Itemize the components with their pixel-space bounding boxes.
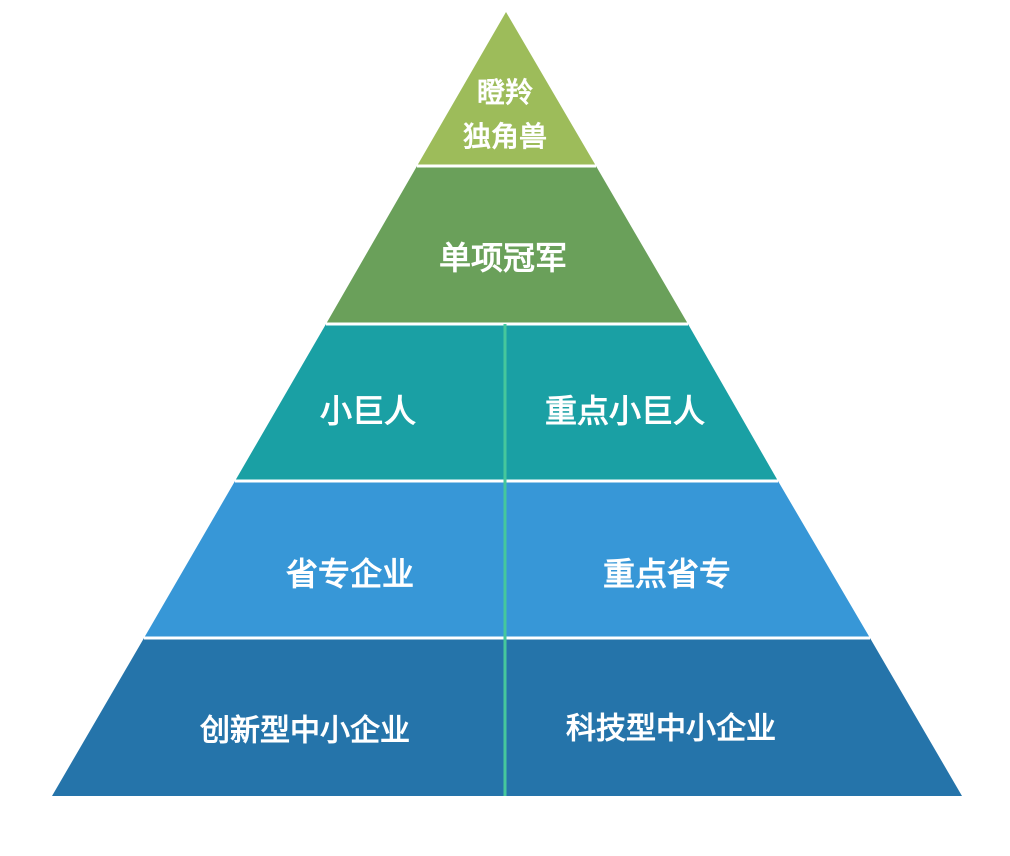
label-unicorn: 独角兽 [463, 120, 547, 153]
label-tech-sme: 科技型中小企业 [566, 712, 776, 747]
tier-provincial [144, 481, 870, 638]
tier-base [52, 638, 962, 796]
label-key-little-giant: 重点小巨人 [545, 392, 705, 430]
label-single-champion: 单项冠军 [439, 239, 567, 277]
label-innovative-sme: 创新型中小企业 [199, 714, 410, 749]
label-little-giant: 小巨人 [320, 392, 416, 430]
label-key-provincial: 重点省专 [603, 555, 731, 593]
tier-top [417, 12, 596, 166]
label-gazelle: 瞪羚 [477, 76, 533, 109]
label-provincial-enterprise: 省专企业 [286, 555, 414, 593]
tier-champion [326, 166, 688, 324]
